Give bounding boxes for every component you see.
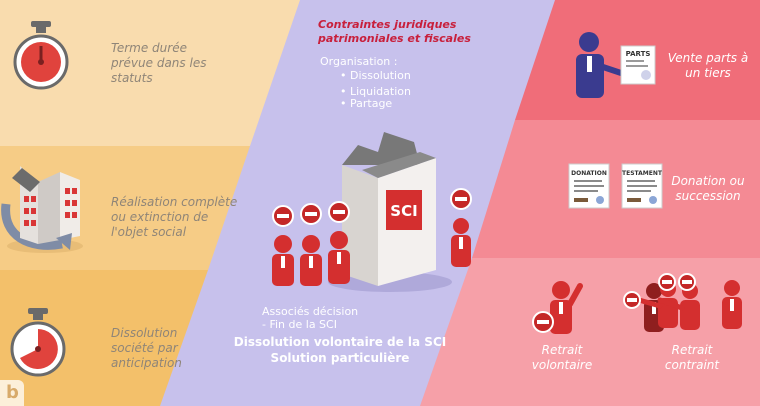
- associates-decision-text: Associés décision - Fin de la SCI: [262, 305, 359, 331]
- minus-badge-icon: [532, 311, 554, 333]
- parts-doc-label: PARTS: [626, 50, 651, 58]
- testament-doc-label: TESTAMENT: [622, 170, 663, 177]
- retrait-volontaire-text: Retrait volontaire: [531, 343, 593, 372]
- building-label: SCI: [390, 202, 417, 220]
- minus-badge-icon: [678, 273, 696, 291]
- person-icon: [328, 231, 350, 284]
- waving-person-icon: [532, 281, 583, 334]
- donation-doc-label: DONATION: [571, 170, 607, 177]
- minus-badge-icon: [300, 203, 322, 225]
- term-text: Terme durée prévue dans les statuts: [111, 41, 207, 85]
- logo-letter: b: [6, 382, 19, 403]
- person-icon: [272, 235, 294, 286]
- minus-badge-icon: [658, 273, 676, 291]
- pointing-group-icon: [623, 273, 742, 332]
- center-title-line1: Dissolution volontaire de la SCI: [233, 335, 447, 349]
- organisation-item: • Liquidation: [340, 85, 411, 98]
- minus-badge-icon: [328, 201, 350, 223]
- donation-text: Donation ou succession: [671, 174, 745, 203]
- realisation-text: Réalisation complète ou extinction de l'…: [111, 195, 238, 239]
- right-band-bottom: [420, 258, 760, 406]
- vente-text: Vente parts à un tiers: [667, 51, 749, 80]
- organisation-item: • Dissolution: [340, 69, 411, 82]
- right-band-middle: [472, 120, 760, 258]
- constraints-heading: Contraintes juridiques patrimoniales et …: [318, 18, 471, 45]
- building-arrow-icon: [1, 166, 83, 253]
- brand-logo: b: [0, 380, 24, 406]
- minus-badge-icon: [272, 205, 294, 227]
- minus-badge-icon: [623, 291, 641, 309]
- presenter-icon: PARTS: [576, 32, 656, 98]
- minus-badge-icon: [450, 188, 472, 210]
- organisation-label: Organisation :: [320, 55, 398, 68]
- document-icon: PARTS: [620, 45, 656, 85]
- center-title-line2: Solution particulière: [270, 351, 410, 365]
- person-icon: [722, 280, 742, 329]
- testament-document-icon: TESTAMENT: [621, 163, 663, 209]
- anticipation-text: Dissolution société par anticipation: [111, 326, 182, 370]
- sci-building-icon: SCI: [328, 132, 452, 292]
- person-icon: [300, 235, 322, 286]
- associates-group-icon: [272, 188, 472, 286]
- donation-document-icon: DONATION: [568, 163, 610, 209]
- retrait-contraint-text: Retrait contraint: [664, 343, 720, 372]
- left-band-top: [0, 0, 300, 146]
- stopwatch-icon: [13, 21, 69, 90]
- organisation-item: • Partage: [340, 97, 393, 110]
- person-icon: [451, 218, 471, 267]
- stopwatch-partial-icon: [10, 308, 66, 377]
